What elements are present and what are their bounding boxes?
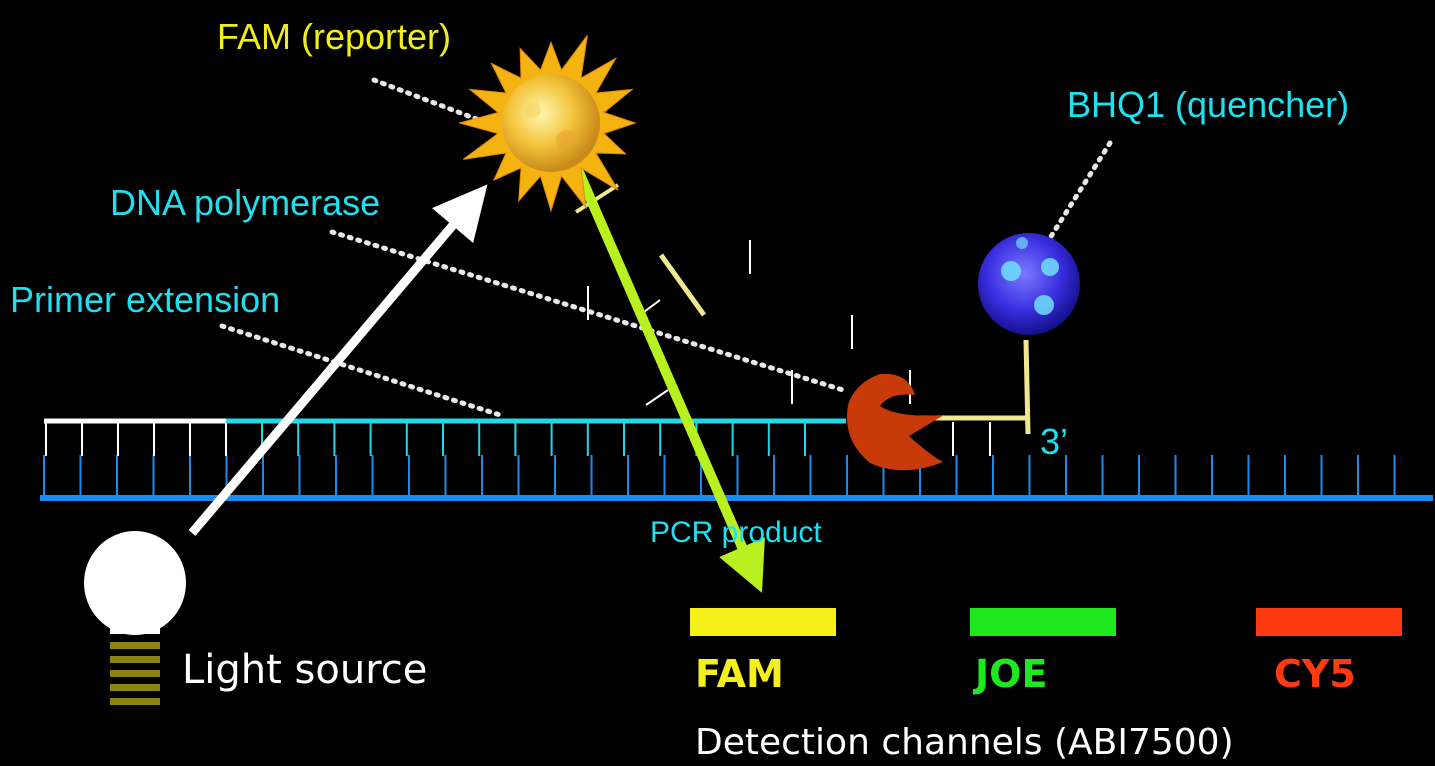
- quencher-sphere-icon: [978, 233, 1080, 335]
- extension-strand: [226, 418, 846, 456]
- primer-strand: [44, 418, 227, 456]
- channel-bar-fam: [690, 608, 836, 636]
- polymerase-label: DNA polymerase: [110, 182, 381, 223]
- sun-fluorophore-icon: [457, 34, 637, 213]
- polymerase-pacman-icon: [846, 373, 944, 471]
- channel-label-fam: FAM: [695, 652, 784, 696]
- light-source-label: Light source: [182, 647, 428, 693]
- channel-label-cy5: CY5: [1274, 652, 1356, 696]
- template-strand: [40, 455, 1433, 501]
- detection-channels-label: Detection channels (ABI7500): [695, 722, 1234, 763]
- quencher-label: BHQ1 (quencher): [1067, 84, 1350, 125]
- emission-arrow: [573, 168, 765, 593]
- primer-extension-label: Primer extension: [10, 279, 281, 320]
- probe-remaining-ticks: [952, 422, 991, 456]
- light-bulb-icon: [84, 531, 186, 705]
- three-prime-label: 3’: [1040, 421, 1069, 462]
- excitation-arrow: [188, 184, 488, 536]
- cleaved-probe-fragments: [574, 183, 911, 406]
- reporter-label: FAM (reporter): [217, 16, 452, 57]
- pcr-product-label: PCR product: [650, 516, 822, 549]
- channel-label-joe: JOE: [975, 652, 1048, 696]
- channel-bar-cy5: [1256, 608, 1402, 636]
- channel-bar-joe: [970, 608, 1116, 636]
